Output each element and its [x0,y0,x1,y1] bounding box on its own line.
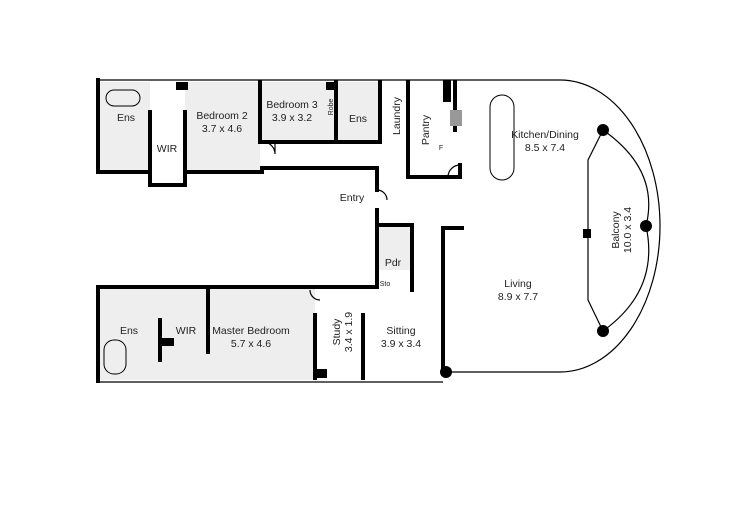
fridge-label: F [439,145,443,152]
bathtub-icon [103,339,127,375]
ensuite-2-floor [338,82,380,142]
bedroom-3-floor [260,82,335,142]
room-size-kitchen-dining: 8.5 x 7.4 [525,142,565,154]
room-label-ensuite-3: Ens [120,325,138,337]
room-label-sitting: Sitting [386,325,415,337]
master-bedroom-floor [160,288,315,380]
bathtub-icon [105,89,141,107]
room-label-ensuite-1: Ens [117,112,135,124]
room-label-balcony: Balcony [610,211,622,249]
room-label-wir-1: WIR [157,143,178,155]
ensuite-3-floor [100,288,160,380]
room-label-kitchen-dining: Kitchen/Dining [511,129,579,141]
bedroom-2-floor [185,82,260,170]
room-label-laundry: Laundry [391,96,403,135]
ensuite-1-floor [100,82,150,170]
room-label-pantry: Pantry [420,114,432,145]
room-size-sitting: 3.9 x 3.4 [381,338,421,350]
room-label-living: Living [504,278,532,290]
outline [98,79,661,383]
powder-room-floor [377,225,412,270]
doors [262,141,461,301]
room-size-balcony: 10.0 x 3.4 [622,207,634,253]
room-label-storage: Sto [380,281,391,288]
room-label-master-bedroom: Master Bedroom [212,325,290,337]
room-label-study: Study [331,318,343,346]
room-label-wir-2: WIR [176,325,197,337]
cooktop-icon [450,110,462,126]
room-size-living: 8.9 x 7.7 [498,291,538,303]
room-size-bedroom-3: 3.9 x 3.2 [272,112,312,124]
kitchen-island [489,94,515,181]
room-size-bedroom-2: 3.7 x 4.6 [202,123,242,135]
room-size-study: 3.4 x 1.9 [343,312,355,352]
room-label-bedroom-2: Bedroom 2 [196,110,248,122]
room-label-powder: Pdr [385,257,402,269]
room-label-robe: Robe [328,99,335,116]
columns [440,124,652,378]
room-label-entry: Entry [340,192,365,204]
room-size-master-bedroom: 5.7 x 4.6 [231,338,271,350]
room-label-ensuite-2: Ens [349,113,367,125]
room-label-bedroom-3: Bedroom 3 [266,99,318,111]
